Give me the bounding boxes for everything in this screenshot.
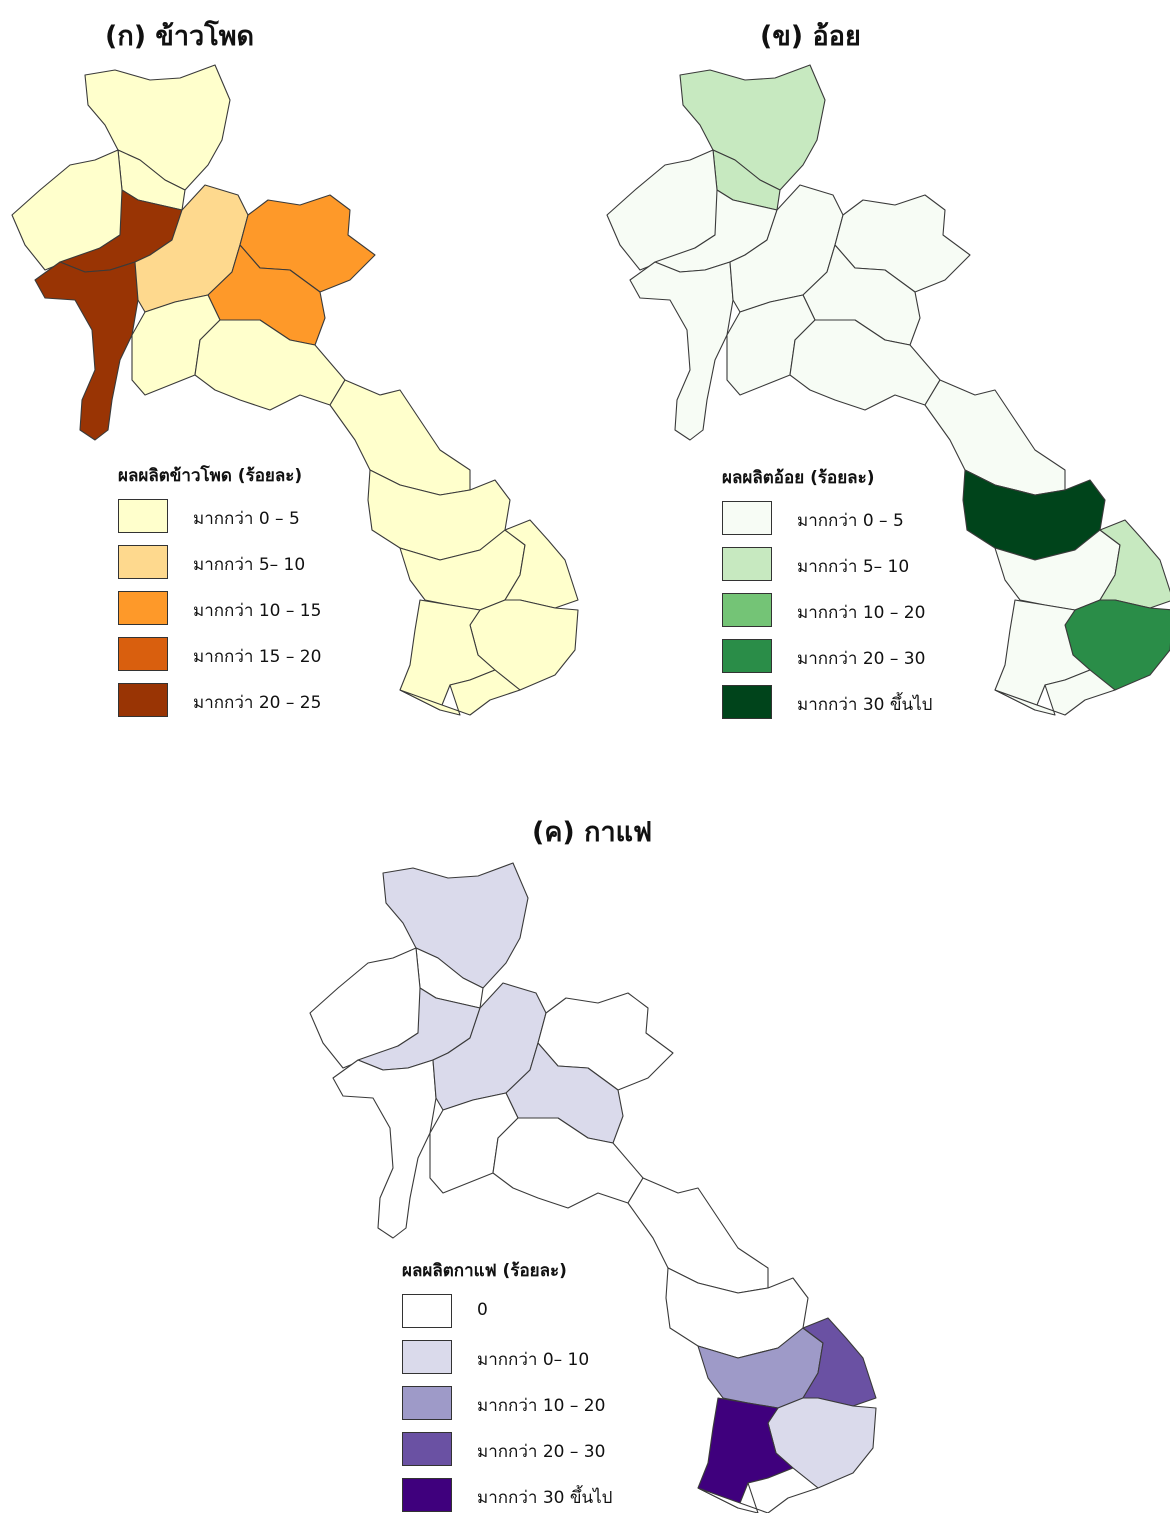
- legend-item: มากกว่า 10 – 15: [118, 591, 321, 627]
- legend-swatch: [118, 499, 168, 533]
- panel-title-corn: (ก) ข้าวโพด: [105, 21, 255, 52]
- legend-swatch: [722, 547, 772, 581]
- province-south-tip: [697, 1467, 819, 1513]
- legend-item: มากกว่า 5– 10: [118, 545, 306, 581]
- legend-item: มากกว่า 5– 10: [722, 547, 909, 583]
- map-coffee-group: [309, 862, 877, 1513]
- province-center-south: [789, 319, 941, 411]
- legend-swatch: [722, 593, 772, 627]
- legend-item: มากกว่า 20 – 30: [722, 639, 925, 675]
- legend-swatch: [722, 501, 772, 535]
- legend-label: มากกว่า 15 – 20: [193, 647, 322, 667]
- legend-item: มากกว่า 15 – 20: [118, 637, 321, 673]
- legend-swatch: [118, 591, 168, 625]
- legend-swatch: [402, 1340, 452, 1374]
- province-panhandle-a: [924, 379, 1066, 496]
- province-west-b: [629, 261, 734, 441]
- legend-item: มากกว่า 20 – 25: [118, 683, 321, 719]
- legend-item: มากกว่า 20 – 30: [402, 1432, 605, 1468]
- legend-title: ผลผลิตข้าวโพด (ร้อยละ): [118, 466, 303, 486]
- legend-label: มากกว่า 10 – 20: [477, 1396, 606, 1416]
- legend-coffee: ผลผลิตกาแฟ (ร้อยละ) 0 มากกว่า 0– 10 มากกว่…: [402, 1257, 612, 1524]
- legend-swatch: [118, 637, 168, 671]
- legend-swatch: [402, 1432, 452, 1466]
- province-west-b: [34, 261, 139, 441]
- legend-label: มากกว่า 30 ขึ้นไป: [477, 1488, 613, 1508]
- legend-item: มากกว่า 0– 10: [402, 1340, 589, 1376]
- legend-label: มากกว่า 20 – 25: [193, 693, 322, 713]
- province-south-tip: [399, 669, 521, 716]
- legend-label: มากกว่า 10 – 15: [193, 601, 322, 621]
- legend-item: มากกว่า 30 ขึ้นไป: [402, 1478, 612, 1514]
- legend-label: มากกว่า 0 – 5: [797, 511, 904, 531]
- legend-label: มากกว่า 20 – 30: [797, 649, 926, 669]
- province-north-a: [382, 862, 529, 989]
- legend-item: 0: [402, 1294, 567, 1330]
- legend-title: ผลผลิตกาแฟ (ร้อยละ): [402, 1261, 567, 1281]
- province-center-south: [194, 319, 346, 411]
- legend-sugarcane: ผลผลิตอ้อย (ร้อยละ) มากกว่า 0 – 5 มากกว่า…: [722, 464, 932, 731]
- legend-swatch: [118, 683, 168, 717]
- legend-item: มากกว่า 30 ขึ้นไป: [722, 685, 932, 721]
- province-center-south: [492, 1117, 644, 1209]
- panel-title-sugarcane: (ข) อ้อย: [760, 21, 861, 52]
- legend-swatch: [722, 639, 772, 673]
- panel-title-coffee: (ค) กาแฟ: [532, 817, 653, 848]
- legend-item: มากกว่า 10 – 20: [722, 593, 925, 629]
- province-panhandle-a: [329, 379, 471, 496]
- legend-swatch: [402, 1294, 452, 1328]
- map-corn-group: [11, 64, 579, 716]
- legend-label: มากกว่า 20 – 30: [477, 1442, 606, 1462]
- legend-swatch: [402, 1478, 452, 1512]
- legend-item: มากกว่า 10 – 20: [402, 1386, 605, 1422]
- legend-item: มากกว่า 0 – 5: [722, 501, 904, 537]
- legend-label: มากกว่า 10 – 20: [797, 603, 926, 623]
- legend-corn: ผลผลิตข้าวโพด (ร้อยละ) มากกว่า 0 – 5 มากก…: [118, 462, 321, 729]
- legend-label: 0: [477, 1300, 488, 1320]
- province-north-a: [84, 64, 231, 191]
- province-panhandle-a: [627, 1177, 769, 1294]
- legend-swatch: [402, 1386, 452, 1420]
- legend-label: มากกว่า 5– 10: [193, 555, 306, 575]
- legend-label: มากกว่า 30 ขึ้นไป: [797, 695, 933, 715]
- map-sugarcane-group: [606, 64, 1170, 716]
- legend-swatch: [118, 545, 168, 579]
- legend-item: มากกว่า 0 – 5: [118, 499, 302, 535]
- legend-title: ผลผลิตอ้อย (ร้อยละ): [722, 468, 875, 488]
- legend-label: มากกว่า 5– 10: [797, 557, 910, 577]
- legend-label: มากกว่า 0– 10: [477, 1350, 590, 1370]
- legend-label: มากกว่า 0 – 5: [193, 509, 300, 529]
- legend-swatch: [722, 685, 772, 719]
- province-south-tip: [994, 669, 1116, 716]
- province-west-b: [332, 1059, 437, 1239]
- province-north-a: [679, 64, 826, 191]
